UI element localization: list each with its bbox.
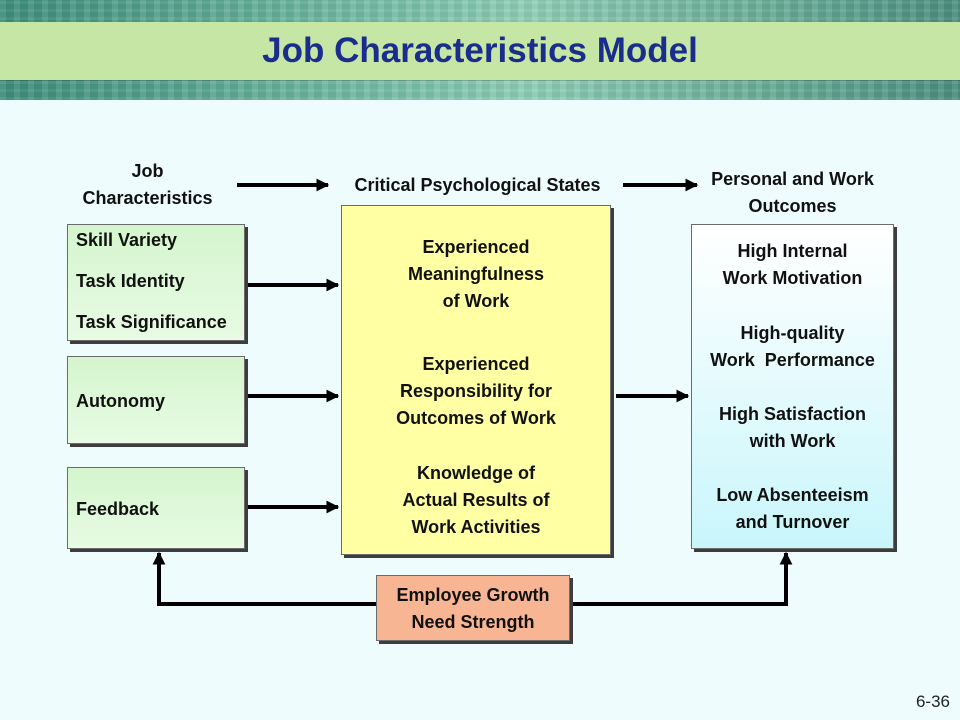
- state-line: Work Activities: [411, 517, 541, 537]
- moderator-left-connector: [152, 551, 376, 606]
- growth-need-strength-box: Employee Growth Need Strength: [376, 575, 570, 641]
- state-responsibility: Experienced Responsibility for Outcomes …: [342, 351, 610, 432]
- heading-line: Critical Psychological States: [354, 175, 601, 195]
- heading-line: Outcomes: [748, 196, 837, 216]
- state-line: Responsibility for: [399, 381, 552, 401]
- page-number: 6-36: [915, 692, 950, 711]
- heading-critical-states: Critical Psychological States: [340, 172, 615, 199]
- state-line: Actual Results of: [402, 490, 550, 510]
- state-line: Meaningfulness: [407, 264, 545, 284]
- state-line: Experienced: [422, 237, 530, 257]
- state-line: Knowledge of: [417, 463, 535, 483]
- state-knowledge: Knowledge of Actual Results of Work Acti…: [342, 460, 610, 541]
- outcome-line: with Work: [749, 431, 836, 451]
- state-line: Outcomes of Work: [396, 408, 556, 428]
- feedback-label: Feedback: [76, 499, 160, 519]
- heading-outcomes: Personal and Work Outcomes: [690, 166, 895, 220]
- outcome-line: Work Motivation: [722, 268, 863, 288]
- state-line: of Work: [442, 291, 510, 311]
- critical-states-box: Experienced Meaningfulness of Work Exper…: [341, 205, 611, 555]
- outcome-line: High-quality: [740, 323, 845, 343]
- growth-line: Need Strength: [411, 612, 535, 632]
- outcome-motivation: High Internal Work Motivation: [692, 238, 893, 292]
- growth-need-strength-label: Employee Growth Need Strength: [377, 582, 569, 636]
- task-identity-label: Task Identity: [76, 271, 185, 291]
- skill-variety-label: Skill Variety: [76, 230, 178, 250]
- title-bar: [0, 22, 960, 80]
- heading-line: Characteristics: [82, 188, 213, 208]
- outcome-line: High Satisfaction: [718, 404, 866, 424]
- outcome-line: High Internal: [737, 241, 848, 261]
- state-meaningfulness: Experienced Meaningfulness of Work: [342, 234, 610, 315]
- outcomes-box: High Internal Work Motivation High-quali…: [691, 224, 894, 549]
- slide-title: Job Characteristics Model: [262, 31, 698, 70]
- autonomy-label: Autonomy: [76, 391, 165, 411]
- heading-line: Personal and Work: [711, 169, 874, 189]
- moderator-right-connector: [572, 551, 793, 606]
- job-characteristics-box: Skill Variety Task Identity Task Signifi…: [67, 224, 245, 341]
- heading-job-characteristics: Job Characteristics: [60, 158, 235, 212]
- heading-line: Job: [131, 161, 164, 181]
- outcome-satisfaction: High Satisfaction with Work: [692, 401, 893, 455]
- task-significance-label: Task Significance: [76, 312, 227, 332]
- outcome-performance: High-quality Work Performance: [692, 320, 893, 374]
- autonomy-box: Autonomy: [67, 356, 245, 444]
- outcome-line: and Turnover: [735, 512, 850, 532]
- feedback-box: Feedback: [67, 467, 245, 549]
- outcome-line: Low Absenteeism: [716, 485, 869, 505]
- growth-line: Employee Growth: [396, 585, 550, 605]
- outcome-absenteeism: Low Absenteeism and Turnover: [692, 482, 893, 536]
- outcome-line: Work Performance: [710, 350, 875, 370]
- state-line: Experienced: [422, 354, 530, 374]
